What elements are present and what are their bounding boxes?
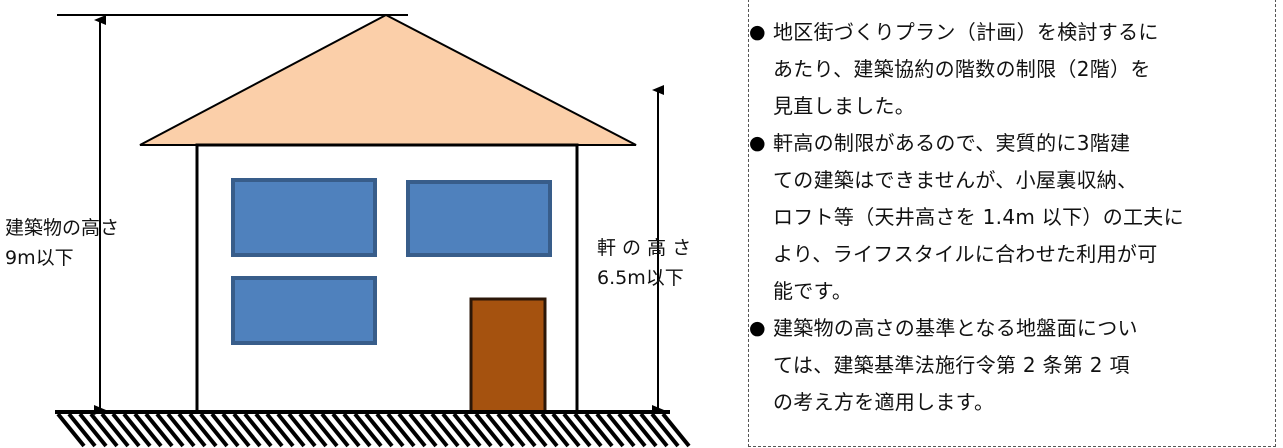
door [469,297,547,414]
bullet-icon: ● [749,21,766,43]
hatch-stroke [331,412,361,448]
window-lower-left [231,276,377,345]
hatch-stroke [540,412,570,448]
hatch-stroke [628,412,658,448]
hatch-stroke [276,412,306,448]
hatch-stroke [452,412,482,448]
hatch-stroke [617,412,647,448]
hatch-stroke [375,412,405,448]
hatch-stroke [595,412,625,448]
hatch-stroke [397,412,427,448]
note-line: の考え方を適用します。 [773,390,995,414]
note-line: 建築物の高さの基準となる地盤面につい [773,316,1138,340]
note-item: ● 軒高の制限があるので、実質的に3階建 ての建築はできませんが、小屋裏収納、 … [749,125,1265,310]
hatch-stroke [441,412,471,448]
hatch-stroke [320,412,350,448]
roof [139,13,637,146]
hatch-stroke [67,412,97,448]
hatch-stroke [419,412,449,448]
hatch-stroke [210,412,240,448]
note-line: 見直しました。 [773,94,916,118]
eave-height-label: 軒 の 高 さ 6.5m以下 [597,233,691,293]
hatch-stroke [573,412,603,448]
hatch-stroke [496,412,526,448]
hatch-stroke [353,412,383,448]
hatch-stroke [243,412,273,448]
hatch-stroke [265,412,295,448]
hatch-stroke [78,412,108,448]
note-line: 軒高の制限があるので、実質的に3階建 [773,131,1131,155]
hatch-stroke [551,412,581,448]
hatch-stroke [661,412,691,448]
building-height-label: 建築物の高さ 9m以下 [5,213,119,273]
window-upper-right [406,180,552,257]
bullet-icon: ● [749,132,766,154]
note-line: ては、建築基準法施行令第 2 条第 2 項 [773,353,1130,377]
notes-panel: ● 地区街づくりプラン（計画）を検討するに あたり、建築協約の階数の制限（2階）… [748,0,1276,447]
building-height-label-line1: 建築物の高さ [5,217,120,239]
eave-height-label-line1: 軒 の 高 さ [597,237,692,259]
note-line: ての建築はできませんが、小屋裏収納、 [773,168,1138,192]
hatch-stroke [507,412,537,448]
hatch-stroke [463,412,493,448]
note-line: ロフト等（天井高さを 1.4m 以下）の工夫に [773,205,1184,229]
hatch-stroke [408,412,438,448]
hatch-stroke [287,412,317,448]
hatch-stroke [342,412,372,448]
hatch-stroke [133,412,163,448]
eave-height-label-line2: 6.5m以下 [597,267,684,289]
note-line: 地区街づくりプラン（計画）を検討するに [773,20,1159,44]
hatch-stroke [474,412,504,448]
hatch-stroke [232,412,262,448]
hatch-stroke [177,412,207,448]
hatch-stroke [155,412,185,448]
hatch-stroke [144,412,174,448]
building-height-label-line2: 9m以下 [5,247,74,269]
hatch-stroke [309,412,339,448]
hatch-stroke [386,412,416,448]
hatch-stroke [529,412,559,448]
hatch-stroke [254,412,284,448]
hatch-stroke [89,412,119,448]
hatch-stroke [298,412,328,448]
note-line: あたり、建築協約の階数の制限（2階）を [773,57,1151,81]
hatch-stroke [166,412,196,448]
hatch-stroke [100,412,130,448]
hatch-stroke [518,412,548,448]
hatch-stroke [584,412,614,448]
note-line: 能です。 [773,279,853,303]
hatch-stroke [430,412,460,448]
hatch-stroke [221,412,251,448]
bullet-icon: ● [749,317,766,339]
ground-hatching [56,412,691,448]
hatch-stroke [562,412,592,448]
note-item: ● 地区街づくりプラン（計画）を検討するに あたり、建築協約の階数の制限（2階）… [749,14,1265,125]
hatch-stroke [122,412,152,448]
window-upper-left [231,178,377,257]
note-line: より、ライフスタイルに合わせた利用が可 [773,242,1158,266]
hatch-stroke [199,412,229,448]
note-item: ● 建築物の高さの基準となる地盤面につい ては、建築基準法施行令第 2 条第 2… [749,310,1265,421]
hatch-stroke [485,412,515,448]
hatch-stroke [639,412,669,448]
hatch-stroke [364,412,394,448]
hatch-stroke [56,412,86,448]
hatch-stroke [650,412,680,448]
house-diagram [55,13,691,448]
hatch-stroke [606,412,636,448]
hatch-stroke [188,412,218,448]
hatch-stroke [111,412,141,448]
